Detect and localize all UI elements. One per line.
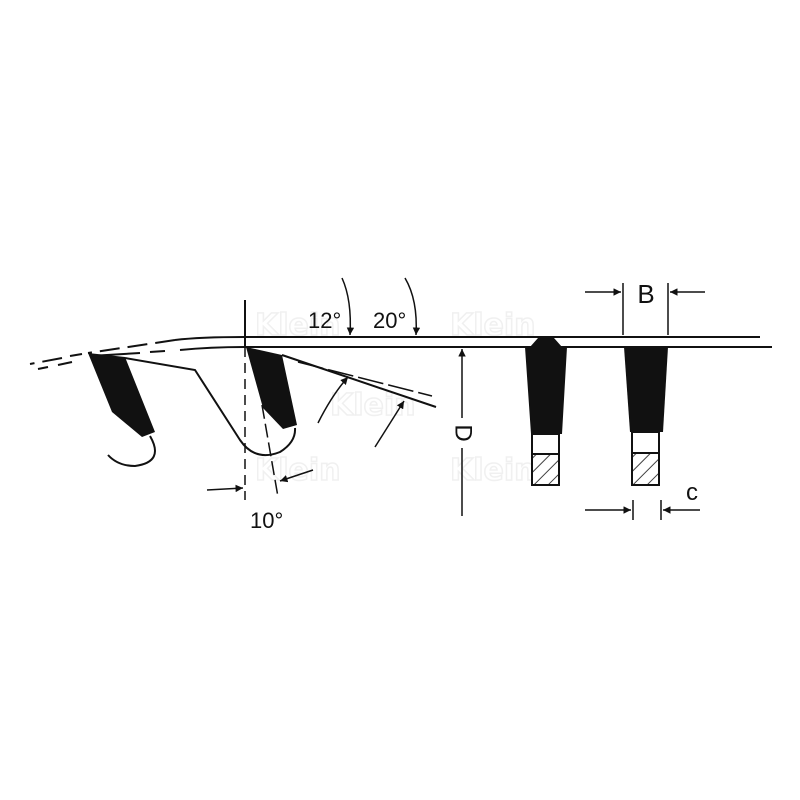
label-20deg: 20°: [373, 308, 406, 333]
clearance-line-dashed: [297, 361, 433, 397]
label-12deg: 12°: [308, 308, 341, 333]
arrow-10deg-right: [279, 469, 314, 483]
label-10deg: 10°: [250, 508, 283, 533]
svg-text:Klein: Klein: [255, 453, 341, 488]
hook-curve: [107, 435, 156, 468]
label-b: B: [637, 279, 654, 309]
tooth-left: [88, 353, 155, 437]
gullet-line: [124, 357, 297, 456]
tooth-axis-line: [261, 404, 279, 498]
arrow-12deg: [341, 277, 355, 336]
blade-curve-bottom-dashed: [37, 361, 73, 370]
tooth-front-1: [525, 338, 567, 486]
svg-text:Klein: Klein: [450, 453, 536, 488]
arrow-10deg-left: [206, 484, 244, 493]
blade-curve-top: [174, 336, 246, 341]
arrow-clearance-1: [317, 376, 349, 424]
watermark: Klein Klein Klein Klein Klein: [254, 307, 536, 489]
label-diameter: D: [450, 424, 477, 441]
svg-text:Klein: Klein: [330, 388, 416, 423]
label-c: c: [686, 479, 698, 506]
arrow-20deg: [404, 277, 421, 336]
blade-curve-top-dashed: [29, 339, 176, 365]
arrow-clearance-2: [374, 400, 405, 448]
tooth-front-2: [624, 347, 668, 486]
tooth-middle: [246, 347, 297, 429]
clearance-line: [281, 354, 437, 408]
